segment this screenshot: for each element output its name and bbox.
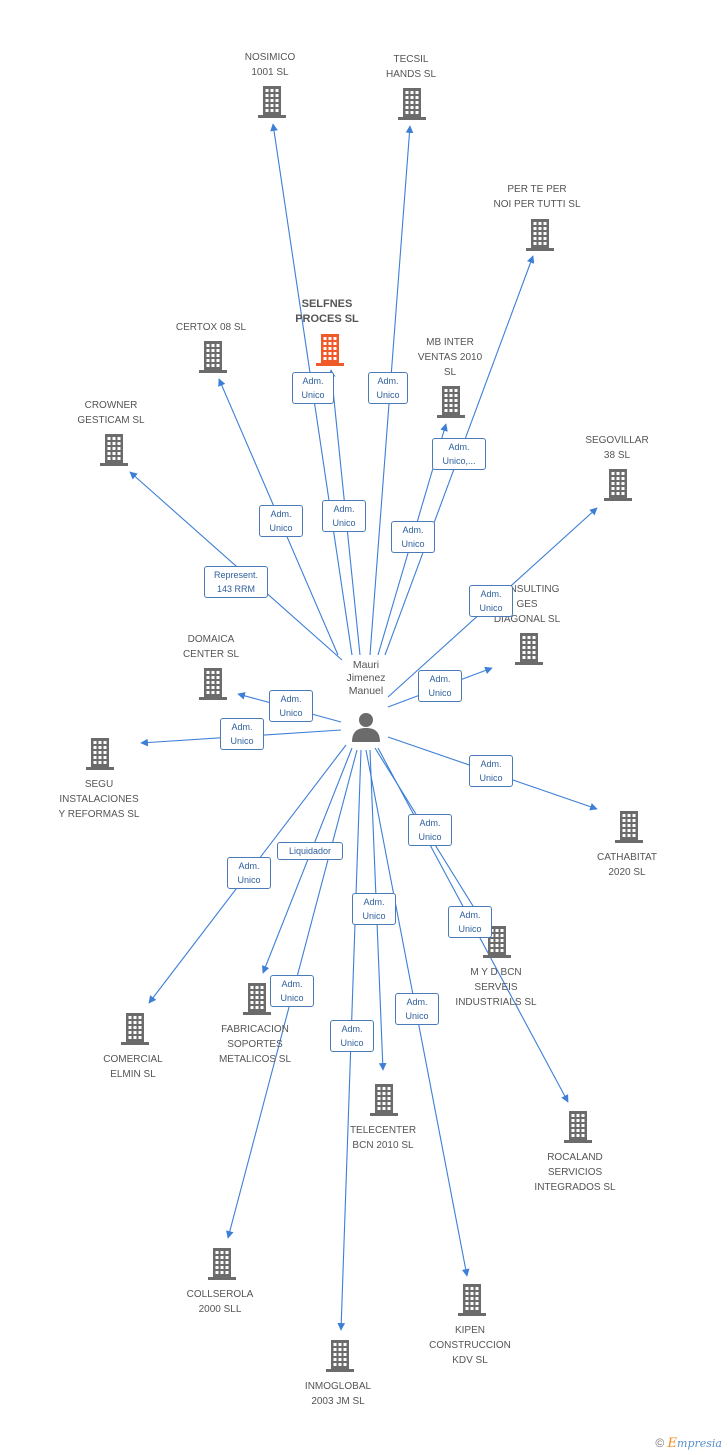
footer-brand: © Empresia xyxy=(655,1436,722,1451)
edge-label-mbinter[interactable]: Adm. Unico xyxy=(391,521,435,553)
company-name: CERTOX 08 SL xyxy=(175,322,247,333)
edge-label-nosimico[interactable]: Adm. Unico xyxy=(292,372,334,404)
company-name: TECSIL HANDS SL xyxy=(385,54,436,80)
building-icon xyxy=(615,811,643,843)
company-name: INMOGLOBAL 2003 JM SL xyxy=(304,1381,372,1407)
building-icon xyxy=(604,469,632,501)
company-name: M Y D BCN SERVEIS INDUSTRIALS SL xyxy=(455,967,537,1008)
building-icon xyxy=(398,88,426,120)
building-icon xyxy=(437,386,465,418)
company-name: DOMAICA CENTER SL xyxy=(182,634,240,660)
company-name: NOSIMICO 1001 SL xyxy=(244,52,296,78)
building-icon xyxy=(515,633,543,665)
company-name: CATHABITAT 2020 SL xyxy=(597,852,657,878)
edge-label-certox[interactable]: Adm. Unico xyxy=(259,505,303,537)
edge-label-collserola[interactable]: Adm. Unico xyxy=(270,975,314,1007)
company-name: FABRICACION SOPORTES METALICOS SL xyxy=(218,1024,292,1065)
company-name: COLLSEROLA 2000 SLL xyxy=(186,1289,254,1315)
edge-label-myd[interactable]: Adm. Unico xyxy=(408,814,452,846)
edge-label-cathabitat[interactable]: Adm. Unico xyxy=(469,755,513,787)
edge-label-segovillar[interactable]: Adm. Unico xyxy=(469,585,513,617)
building-icon xyxy=(199,668,227,700)
building-icon xyxy=(258,86,286,118)
building-icon xyxy=(483,926,511,958)
company-name: ROCALAND SERVICIOS INTEGRADOS SL xyxy=(534,1152,616,1193)
building-icon xyxy=(326,1340,354,1372)
edge-label-domaica[interactable]: Adm. Unico xyxy=(269,690,313,722)
building-icon xyxy=(458,1284,486,1316)
company-name: SELFNES PROCES SL xyxy=(295,298,359,325)
edge-label-kipen[interactable]: Adm. Unico xyxy=(395,993,439,1025)
building-icon xyxy=(370,1084,398,1116)
building-icon xyxy=(316,334,344,366)
company-name: KIPEN CONSTRUCCION KDV SL xyxy=(429,1325,511,1366)
copyright-icon: © xyxy=(655,1436,665,1450)
company-name: MB INTER VENTAS 2010 SL xyxy=(417,337,483,378)
edge-label-telecenter[interactable]: Adm. Unico xyxy=(352,893,396,925)
company-name: SEGOVILLAR 38 SL xyxy=(585,435,649,461)
edge-label-comercial[interactable]: Adm. Unico xyxy=(227,857,271,889)
building-icon xyxy=(121,1013,149,1045)
building-icon xyxy=(199,341,227,373)
person-name: Mauri Jimenez Manuel xyxy=(346,659,386,697)
edge-label-tecsil[interactable]: Adm. Unico xyxy=(368,372,408,404)
edge-label-fabricacion[interactable]: Liquidador xyxy=(277,842,343,860)
edge-line-fabricacion xyxy=(261,747,353,974)
company-name: CROWNER GESTICAM SL xyxy=(77,400,145,426)
building-icon xyxy=(243,983,271,1015)
edge-label-crowner[interactable]: Represent. 143 RRM xyxy=(204,566,268,598)
person-icon xyxy=(352,713,380,742)
building-icon xyxy=(100,434,128,466)
edge-label-segu[interactable]: Adm. Unico xyxy=(220,718,264,750)
edge-label-perteper[interactable]: Adm. Unico,... xyxy=(432,438,486,470)
edge-label-selfnes[interactable]: Adm. Unico xyxy=(322,500,366,532)
building-icon xyxy=(526,219,554,251)
company-name: TELECENTER BCN 2010 SL xyxy=(349,1125,417,1151)
building-icon xyxy=(86,738,114,770)
company-name: COMERCIAL ELMIN SL xyxy=(103,1054,163,1080)
company-name: PER TE PER NOI PER TUTTI SL xyxy=(493,184,581,210)
edge-label-rocaland[interactable]: Adm. Unico xyxy=(448,906,492,938)
building-icon xyxy=(208,1248,236,1280)
company-name: SEGU INSTALACIONES Y REFORMAS SL xyxy=(58,779,140,820)
brand-logo: Empresia xyxy=(667,1436,722,1451)
edge-label-inmoglobal[interactable]: Adm. Unico xyxy=(330,1020,374,1052)
building-icon xyxy=(564,1111,592,1143)
edge-label-consulting[interactable]: Adm. Unico xyxy=(418,670,462,702)
company-name: CONSULTING GES DIAGONAL SL xyxy=(493,584,561,625)
